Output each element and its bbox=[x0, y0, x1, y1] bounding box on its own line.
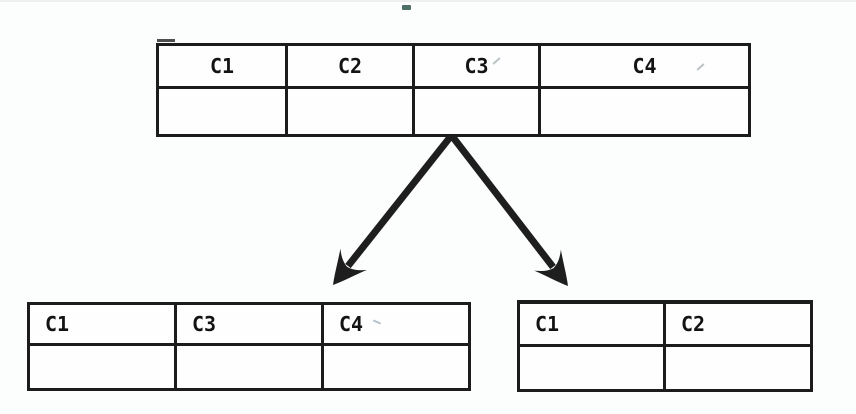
top-empty-cell bbox=[285, 86, 415, 137]
bottom-right-table: C1 C2 bbox=[517, 300, 813, 392]
arrow-left-shaft bbox=[345, 133, 454, 269]
top-table-header-row: C1 C2 C3 C4 bbox=[156, 43, 751, 89]
bottom-right-empty-row bbox=[517, 344, 813, 392]
top-header-cell-c3: C3 bbox=[412, 43, 541, 89]
bottom-left-header-cell-c3: C3 bbox=[174, 302, 324, 346]
artifact-mark bbox=[157, 39, 175, 42]
top-header-cell-c4: C4 bbox=[538, 43, 751, 89]
top-empty-cell bbox=[156, 86, 288, 137]
arrow-right-head-icon bbox=[534, 249, 568, 286]
arrow-left-head-icon bbox=[333, 248, 367, 285]
bottom-left-empty-cell bbox=[174, 343, 324, 391]
top-header-cell-c2: C2 bbox=[285, 43, 415, 89]
top-empty-cell bbox=[538, 86, 751, 137]
top-empty-cell bbox=[412, 86, 541, 137]
top-header-cell-c1: C1 bbox=[156, 43, 288, 89]
bottom-right-empty-cell bbox=[663, 344, 813, 392]
bottom-left-header-cell-c1: C1 bbox=[27, 302, 177, 346]
bottom-right-header-row: C1 C2 bbox=[517, 300, 813, 347]
bottom-right-header-cell-c2: C2 bbox=[663, 300, 813, 347]
bottom-left-empty-cell bbox=[27, 343, 177, 391]
bottom-right-empty-cell bbox=[517, 344, 666, 392]
bottom-left-empty-row bbox=[27, 343, 471, 391]
bottom-left-header-cell-c4: C4 bbox=[321, 302, 471, 346]
bottom-left-header-row: C1 C3 C4 bbox=[27, 302, 471, 346]
artifact-mark bbox=[402, 5, 411, 10]
bottom-left-empty-cell bbox=[321, 343, 471, 391]
top-table-empty-row bbox=[156, 86, 751, 137]
arrow-right-shaft bbox=[449, 133, 556, 270]
bottom-right-header-cell-c1: C1 bbox=[517, 300, 666, 347]
bottom-left-table: C1 C3 C4 bbox=[27, 302, 471, 391]
top-table: C1 C2 C3 C4 bbox=[156, 43, 751, 137]
